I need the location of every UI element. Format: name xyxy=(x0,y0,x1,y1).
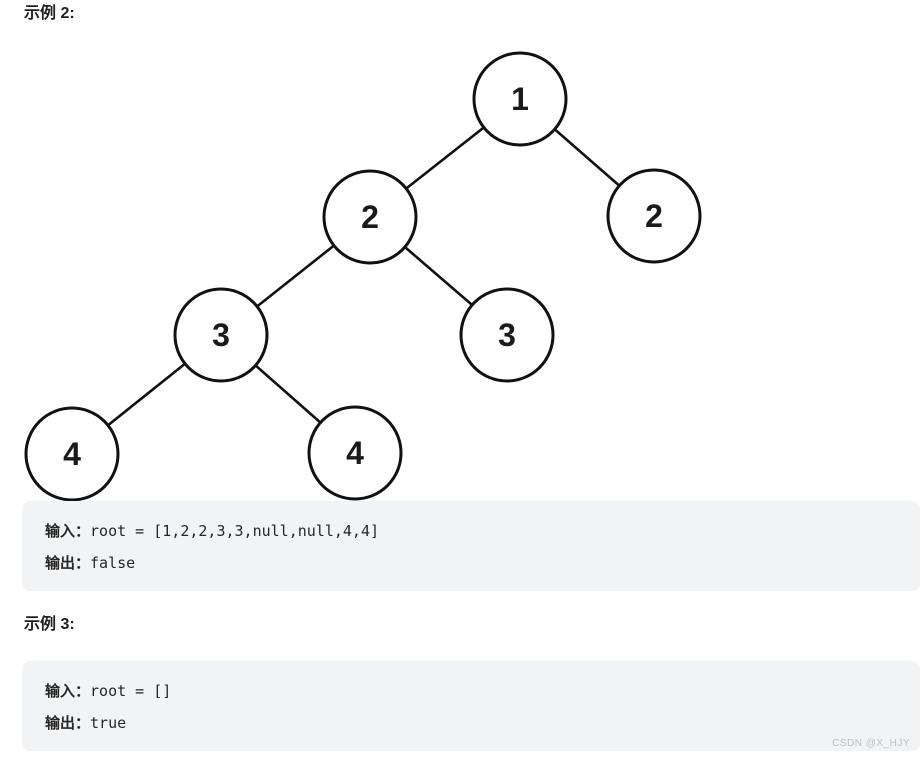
example2-code-block: 输入：root = [1,2,2,3,3,null,null,4,4] 输出：f… xyxy=(22,501,920,591)
example3-heading: 示例 3: xyxy=(24,616,75,633)
example3-code-block: 输入：root = [] 输出：true xyxy=(22,661,920,751)
binary-tree-diagram: 1 2 2 3 3 4 4 xyxy=(24,51,702,502)
tree-node-circle xyxy=(606,168,702,264)
output-label: 输出： xyxy=(45,716,91,732)
tree-node-circle xyxy=(472,51,568,147)
tree-node-circle xyxy=(307,405,403,501)
example2-input-line: 输入：root = [1,2,2,3,3,null,null,4,4] xyxy=(45,515,904,547)
csdn-watermark: CSDN @X_HJY xyxy=(832,738,910,749)
output-value: true xyxy=(90,714,127,732)
tree-node-value: 3 xyxy=(212,317,230,353)
tree-node-value: 1 xyxy=(511,81,529,117)
input-label: 输入： xyxy=(45,684,91,700)
tree-node-value: 2 xyxy=(645,198,663,234)
example3-output-line: 输出：true xyxy=(45,707,904,739)
example2-output-line: 输出：false xyxy=(45,547,904,579)
tree-node-circle xyxy=(459,287,555,383)
input-value: root = [1,2,2,3,3,null,null,4,4] xyxy=(90,522,379,540)
tree-node-circle xyxy=(173,287,269,383)
output-value: false xyxy=(90,554,136,572)
tree-node-value: 2 xyxy=(361,199,379,235)
tree-node-value: 4 xyxy=(346,435,364,471)
example3-input-line: 输入：root = [] xyxy=(45,675,904,707)
tree-node-value: 4 xyxy=(63,436,81,472)
example2-heading: 示例 2: xyxy=(24,5,75,22)
output-label: 输出： xyxy=(45,556,91,572)
input-label: 输入： xyxy=(45,524,91,540)
tree-node-circle xyxy=(24,406,120,502)
input-value: root = [] xyxy=(90,682,172,700)
tree-node-value: 3 xyxy=(498,317,516,353)
tree-node-circle xyxy=(322,169,418,265)
